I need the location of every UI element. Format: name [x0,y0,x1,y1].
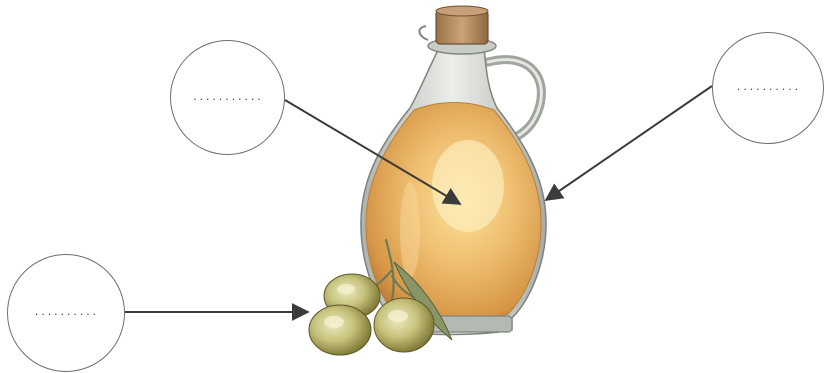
cork-stopper [436,6,488,44]
label-blank: .......... [736,83,800,93]
olive-oil-jug-illustration [361,6,546,335]
olive [374,298,434,352]
label-circle-top-right[interactable]: .......... [712,32,824,144]
label-blank: ........... [192,93,263,103]
label-circle-top-left[interactable]: ........... [170,40,285,155]
arrow-top-right [546,86,712,200]
label-blank: .......... [34,308,98,318]
olive [309,305,371,355]
label-circle-bottom-left[interactable]: .......... [7,254,125,372]
